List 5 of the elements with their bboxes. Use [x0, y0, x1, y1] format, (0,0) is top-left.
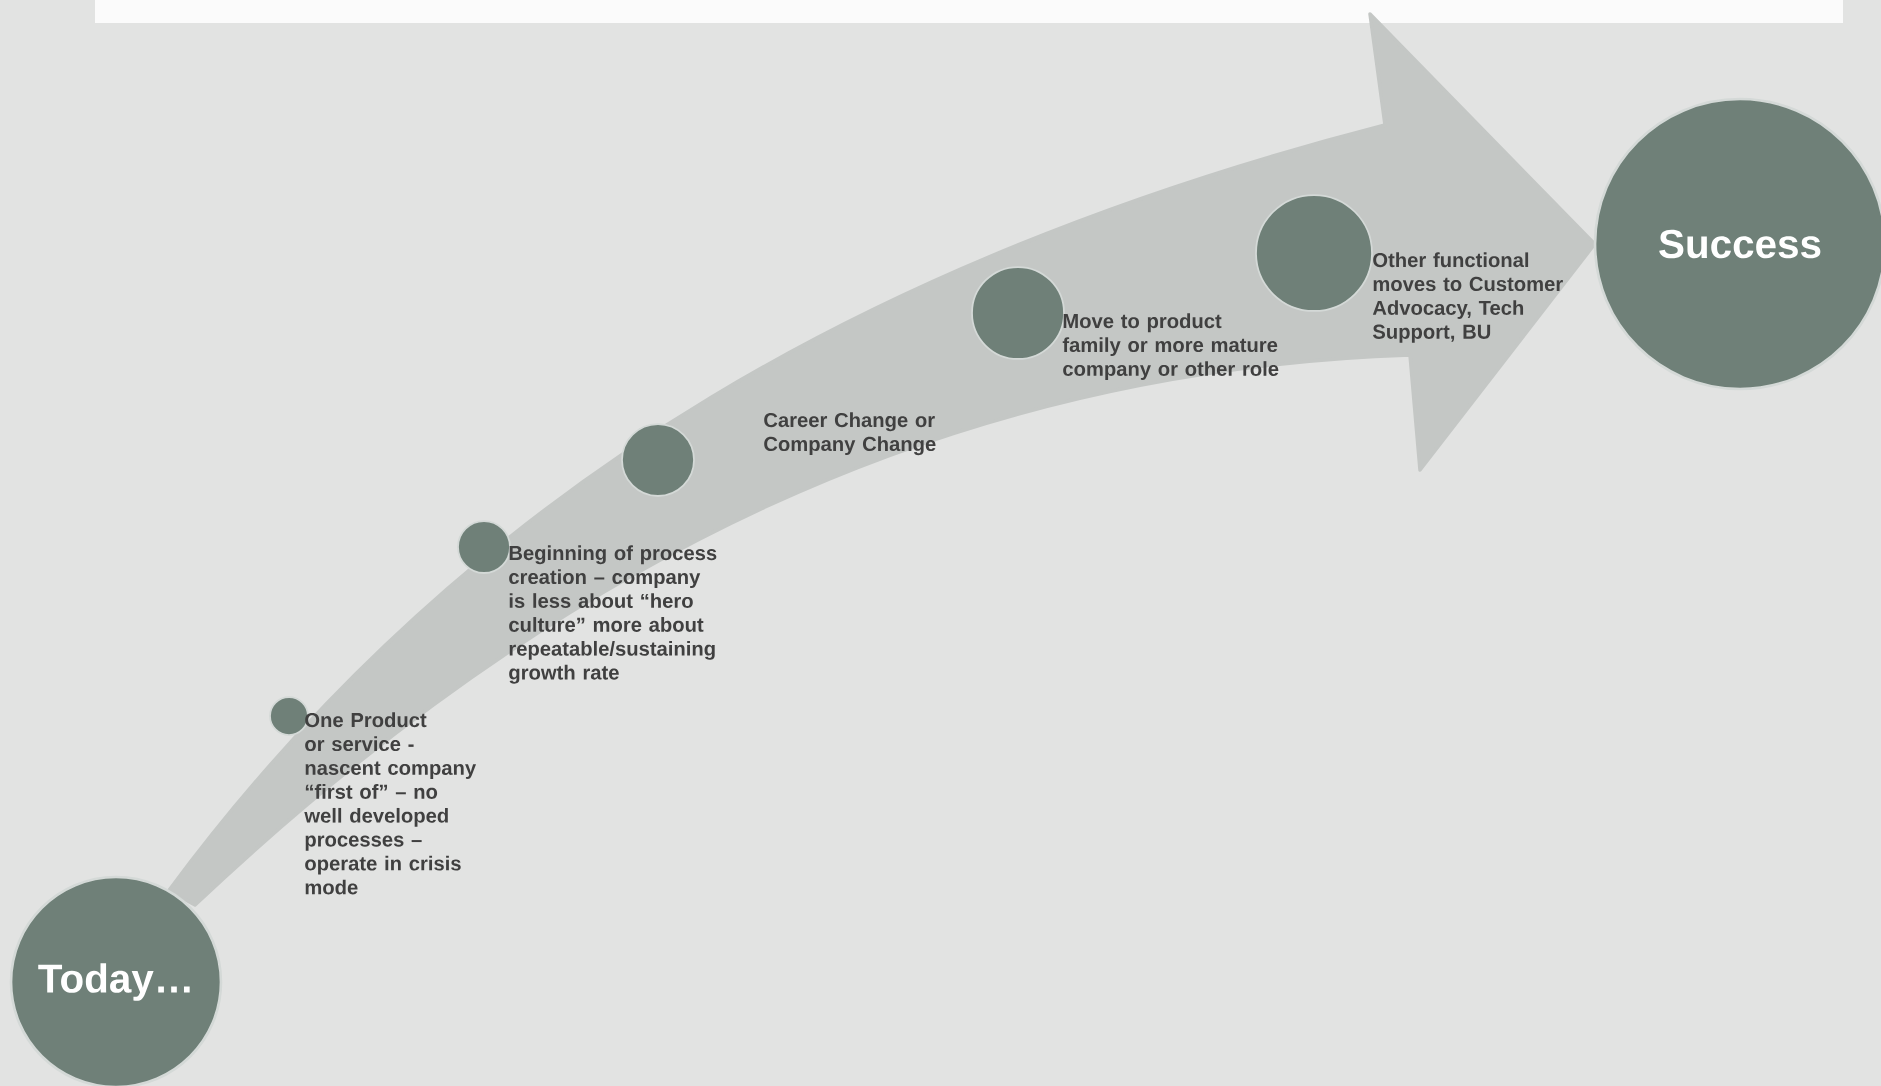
step-description: One Product or service - nascent company “first of” – no well developed processes – operate in crisis mode: [304, 712, 477, 895]
step-description: Move to product family or more mature company or other role: [1062, 313, 1279, 380]
step-description: Beginning of process creation – company is less about “hero culture” more about repeatable/sustaining growth rate: [509, 545, 717, 684]
step-description: Other functional moves to Customer Advocacy, Tech Support, BU: [1372, 252, 1563, 343]
step-description: Career Change or Company Change: [764, 412, 936, 456]
